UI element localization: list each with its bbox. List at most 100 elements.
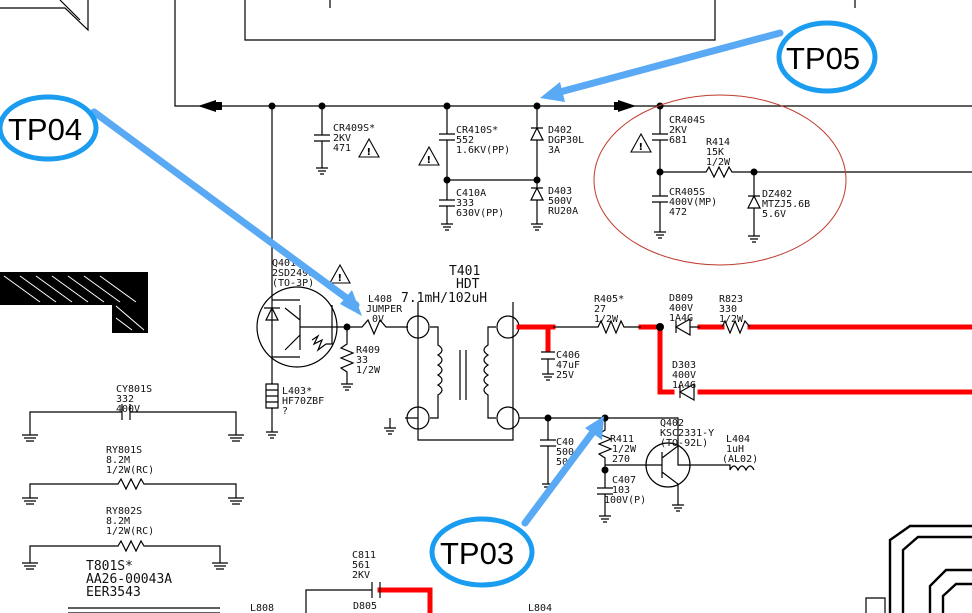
d402-v1: DGP30L <box>548 135 584 146</box>
capacitor-cr410s: CR410S* 552 1.6KV(PP) ! <box>418 106 510 184</box>
transformer-t801s: T801S* AA26-00043A EER3543 <box>68 559 220 613</box>
r411-v1: 1/2W <box>612 444 637 455</box>
d403-v2: RU20A <box>548 206 578 217</box>
l403-ref: L403* <box>282 386 312 397</box>
diode-d809: D809 400V 1A4G <box>669 293 700 337</box>
d809-v1: 400V <box>669 303 693 314</box>
d303-v2: 1A4G <box>672 380 696 391</box>
ry802s-v1: 8.2M <box>106 516 130 527</box>
cr409s-v1: 2KV <box>333 133 351 144</box>
q402-ref: Q402 <box>660 418 684 429</box>
zener-dz402: DZ402 MTZJ5.6B 5.6V <box>747 172 810 243</box>
resistor-r414: R414 15K 1/2W <box>660 137 972 179</box>
c410a-ref: C410A <box>456 188 486 199</box>
d303-ref: D303 <box>672 360 696 371</box>
d809-ref: D809 <box>669 293 693 304</box>
resistor-r823: R823 330 1/2W <box>719 294 751 335</box>
cr404s-v1: 2KV <box>669 125 687 136</box>
resistor-r411: R411 1/2W 270 <box>597 418 645 474</box>
cr410s-v2: 1.6KV(PP) <box>456 145 510 156</box>
cr410s-ref: CR410S* <box>456 125 498 136</box>
secondary-circuit <box>519 414 609 422</box>
capacitor-cr404s: CR404S 2KV 681 ! <box>630 106 705 176</box>
inductor-l403: L403* HF70ZBF ? <box>265 357 324 439</box>
q402-v1: KSC2331-Y <box>660 428 714 439</box>
q402-v2: (TO-92L) <box>660 438 708 449</box>
r411-v2: 270 <box>612 454 630 465</box>
l403-v2: ? <box>282 406 288 417</box>
test-point-tp04: TP04 <box>0 94 99 162</box>
inductor-l404: L404 1uH (AL02) <box>722 434 758 465</box>
q401-v1: 2SD2499 <box>272 268 314 279</box>
ry802s-ref: RY802S <box>106 506 142 517</box>
r409-v1: 33 <box>356 355 368 366</box>
svg-text:!: ! <box>338 273 343 284</box>
d809-v2: 1A4G <box>669 313 693 324</box>
test-point-tp03: TP03 <box>429 516 535 588</box>
cr410s-v1: 552 <box>456 135 474 146</box>
d403-ref: D403 <box>548 186 572 197</box>
c811-ref: C811 <box>352 550 376 561</box>
r409-ref: R409 <box>356 345 380 356</box>
top-wiring <box>0 0 972 112</box>
ry801s-v2: 1/2W(RC) <box>106 465 154 476</box>
c811-v1: 561 <box>352 560 370 571</box>
cy801s-v2: 400V <box>116 404 140 415</box>
diode-d403: D403 500V RU20A <box>530 180 578 231</box>
ry801s-v1: 8.2M <box>106 455 130 466</box>
warning-icon <box>329 263 351 284</box>
r414-v1: 15K <box>706 147 724 158</box>
cr404s-v2: 681 <box>669 135 687 146</box>
c406-v2: 25V <box>556 370 574 381</box>
r823-v2: 1/2W <box>719 314 744 325</box>
capacitor-c811: C811 561 2KV D805 <box>305 550 381 613</box>
c406-v1: 47uF <box>556 360 580 371</box>
d402-v2: 3A <box>548 145 560 156</box>
heatsink-block <box>0 272 148 333</box>
t401-ref: T401 <box>449 264 480 279</box>
r823-v1: 330 <box>719 304 737 315</box>
l404-v1: 1uH <box>726 444 744 455</box>
capacitor-cy801s: CY801S 332 400V <box>22 384 244 442</box>
capacitor-cr409s: CR409S* 2KV 471 ! <box>314 106 380 175</box>
r414-ref: R414 <box>706 137 730 148</box>
r414-v2: 1/2W <box>706 157 731 168</box>
jumper-l408: L408 JUMPER 0V <box>347 294 408 336</box>
transformer-t401: T401 HDT 7.1mH/102uH <box>384 264 520 441</box>
t401-value: 7.1mH/102uH <box>401 291 487 306</box>
t801s-ref: T801S* <box>86 559 133 574</box>
warning-icon <box>418 145 440 166</box>
tp05-label: TP05 <box>786 41 860 76</box>
cr405s-v2: 472 <box>669 207 687 218</box>
tp04-label: TP04 <box>8 112 82 147</box>
c40x-v2: 50 <box>556 457 568 468</box>
resistor-ry802s: RY802S 8.2M 1/2W(RC) <box>22 506 228 570</box>
capacitor-cr405s: CR405S 400V(MP) 472 <box>652 172 717 239</box>
c407-v2: 100V(P) <box>604 495 646 506</box>
diode-d303: D303 400V 1A4G <box>672 360 696 402</box>
l804-ref: L804 <box>528 603 552 613</box>
cr405s-ref: CR405S <box>669 187 705 198</box>
cr409s-v2: 471 <box>333 143 351 154</box>
l403-v1: HF70ZBF <box>282 396 324 407</box>
cr405s-v1: 400V(MP) <box>669 197 717 208</box>
transistor-q402: Q402 KSC2331-Y (TO-92L) <box>605 417 755 512</box>
d402-ref: D402 <box>548 125 572 136</box>
r405-v2: 1/2W <box>594 314 619 325</box>
t801s-v2: EER3543 <box>86 585 141 600</box>
svg-text:!: ! <box>427 155 432 166</box>
q401-v2: (TO-3P) <box>272 278 314 289</box>
c406-ref: C406 <box>556 350 580 361</box>
capacitor-c40x: C40 500 50 <box>540 418 574 491</box>
c40x-v1: 500 <box>556 447 574 458</box>
highlighted-traces <box>377 324 972 613</box>
c407-v1: 103 <box>612 485 630 496</box>
ry802s-v2: 1/2W(RC) <box>106 526 154 537</box>
c410a-v1: 333 <box>456 198 474 209</box>
warning-icon <box>630 132 652 153</box>
dz402-v1: MTZJ5.6B <box>762 199 810 210</box>
r823-ref: R823 <box>719 294 743 305</box>
capacitor-c407: C407 103 100V(P) <box>597 470 646 523</box>
dz402-ref: DZ402 <box>762 189 792 200</box>
